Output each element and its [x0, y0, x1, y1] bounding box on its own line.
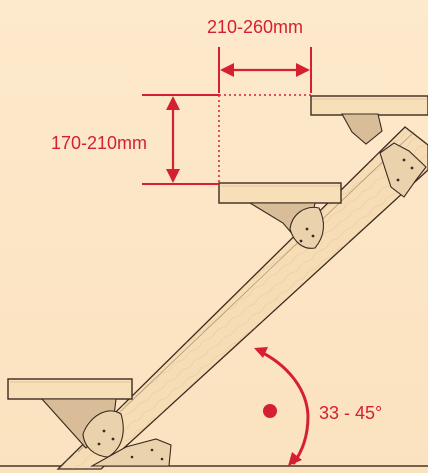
angle-center-dot — [263, 404, 277, 418]
angle-arc — [257, 349, 310, 465]
stringer-inner-line — [77, 131, 415, 453]
middle-bolt-3 — [299, 239, 303, 243]
bottom-bolt-1 — [102, 429, 106, 433]
angle-arrow-bottom — [288, 452, 302, 466]
middle-bolt-1 — [305, 227, 309, 231]
stringer-angle-label: 33 - 45° — [319, 403, 383, 423]
upper-bolt-2 — [410, 166, 414, 170]
upper-stringer-bracket — [379, 142, 427, 198]
tread-depth-label: 210-260mm — [206, 17, 305, 37]
base-bolt-2 — [150, 448, 154, 452]
upper-bolt-1 — [402, 158, 406, 162]
base-bolt-1 — [130, 455, 134, 459]
angle-arrow-top — [254, 347, 268, 358]
bottom-bolt-3 — [97, 442, 101, 446]
riser-height-label: 170-210mm — [51, 133, 148, 153]
base-shoe-bracket — [89, 438, 172, 467]
bottom-tread-fixing-plate — [82, 410, 124, 458]
base-bolt-3 — [160, 457, 164, 461]
upper-bolt-3 — [396, 178, 400, 182]
riser-top-arrow — [166, 96, 180, 110]
bottom-bolt-2 — [111, 437, 115, 441]
tread-depth-right-arrow — [296, 63, 310, 77]
riser-bottom-arrow — [166, 169, 180, 183]
top-tread-bracket — [341, 113, 383, 145]
tread-depth-left-arrow — [220, 63, 234, 77]
middle-bolt-2 — [311, 234, 315, 238]
